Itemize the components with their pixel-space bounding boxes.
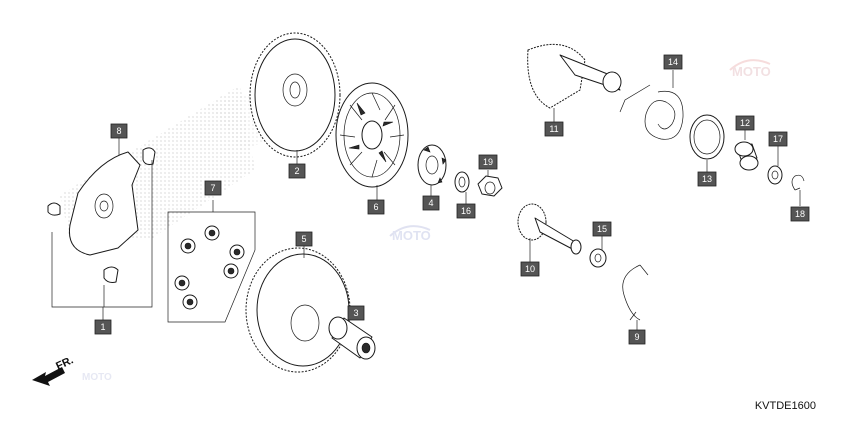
svg-text:10: 10 [525, 264, 535, 274]
watermark-logo: MOTO MOTO MOTO [82, 59, 771, 383]
part-circlip-18[interactable] [791, 174, 805, 191]
svg-text:12: 12 [740, 118, 750, 128]
svg-text:16: 16 [461, 206, 471, 216]
svg-text:13: 13 [702, 174, 712, 184]
callout-5[interactable]: 5 [295, 231, 313, 247]
svg-text:6: 6 [373, 202, 378, 212]
callout-8[interactable]: 8 [110, 123, 128, 139]
svg-text:1: 1 [100, 322, 105, 332]
callout-13[interactable]: 13 [697, 171, 717, 187]
bracket-1 [51, 160, 153, 320]
diagram-code: KVTDE1600 [754, 400, 816, 412]
svg-text:8: 8 [116, 126, 121, 136]
part-bushing-12[interactable] [734, 141, 759, 171]
part-gear-2[interactable] [249, 32, 341, 158]
leader-lines [118, 70, 801, 330]
watermark-text-right: MOTO [732, 64, 771, 79]
svg-text:14: 14 [668, 57, 678, 67]
part-washer-16[interactable] [454, 171, 470, 193]
callout-1[interactable]: 1 [94, 319, 112, 335]
callout-4[interactable]: 4 [422, 195, 440, 211]
part-washer-17[interactable] [767, 165, 783, 185]
part-seal-13[interactable] [689, 114, 725, 160]
fr-label: FR. [54, 354, 75, 372]
callout-6[interactable]: 6 [367, 199, 385, 215]
watermark-text-left: MOTO [82, 372, 112, 383]
svg-text:18: 18 [795, 209, 805, 219]
part-drive-face-6[interactable] [335, 82, 409, 188]
part-driven-gear-10[interactable] [517, 203, 582, 255]
callout-12[interactable]: 12 [735, 115, 755, 131]
part-washer-15[interactable] [589, 248, 607, 268]
watermark-text-center: MOTO [392, 228, 431, 243]
svg-text:2: 2 [294, 166, 299, 176]
callout-2[interactable]: 2 [288, 163, 306, 179]
callout-3[interactable]: 3 [347, 305, 365, 321]
part-collar-3[interactable] [328, 316, 376, 360]
svg-text:15: 15 [597, 224, 607, 234]
callout-19[interactable]: 19 [478, 154, 498, 170]
callout-7[interactable]: 7 [204, 180, 222, 196]
svg-text:11: 11 [549, 124, 558, 134]
part-drive-pulley-5[interactable] [245, 247, 351, 373]
callout-17[interactable]: 17 [768, 131, 788, 147]
svg-text:3: 3 [353, 308, 358, 318]
callout-18[interactable]: 18 [790, 206, 810, 222]
callout-15[interactable]: 15 [592, 221, 612, 237]
svg-text:5: 5 [301, 234, 306, 244]
part-rollers-7[interactable] [167, 200, 256, 323]
callout-16[interactable]: 16 [456, 203, 476, 219]
callout-11[interactable]: 11 [544, 121, 564, 137]
part-spring-14[interactable] [619, 84, 684, 140]
callout-14[interactable]: 14 [663, 54, 683, 70]
callout-9[interactable]: 9 [628, 329, 646, 345]
svg-text:9: 9 [634, 332, 639, 342]
svg-text:7: 7 [210, 183, 215, 193]
part-kick-spindle-11[interactable] [527, 43, 622, 109]
callout-10[interactable]: 10 [520, 261, 540, 277]
part-ramp-plate-4[interactable] [417, 144, 447, 186]
svg-text:17: 17 [773, 134, 783, 144]
svg-text:4: 4 [428, 198, 433, 208]
svg-text:19: 19 [483, 157, 493, 167]
part-nut-19[interactable] [477, 175, 503, 197]
front-direction-arrow: FR. [32, 354, 75, 386]
part-spring-clip-9[interactable] [622, 264, 649, 321]
